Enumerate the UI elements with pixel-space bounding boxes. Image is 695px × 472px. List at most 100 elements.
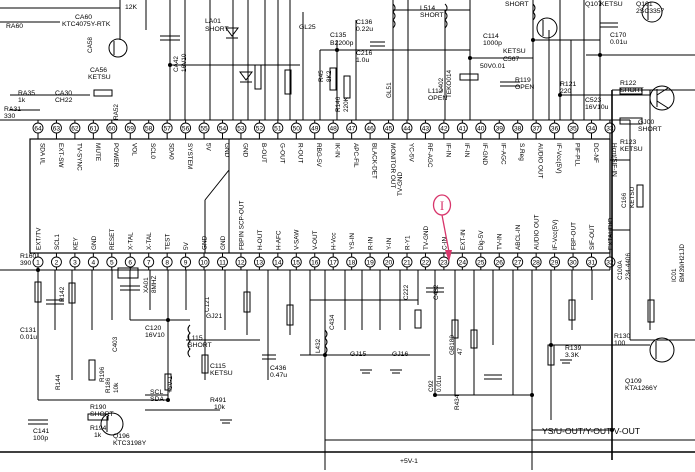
svg-text:8MHZ: 8MHZ bbox=[151, 276, 158, 293]
svg-text:C166: C166 bbox=[621, 192, 628, 208]
svg-text:OPEN: OPEN bbox=[428, 95, 447, 102]
svg-text:100p: 100p bbox=[33, 435, 48, 442]
svg-text:R146: R146 bbox=[335, 96, 342, 112]
ic-bottom-pin-label: YS-IN bbox=[349, 233, 356, 250]
svg-text:GL25: GL25 bbox=[299, 24, 316, 31]
svg-text:GJ15: GJ15 bbox=[350, 351, 366, 358]
ic-top-pin-label: SDA0 bbox=[168, 143, 175, 160]
svg-text:GJ00: GJ00 bbox=[638, 119, 654, 126]
svg-text:C92: C92 bbox=[428, 380, 435, 392]
svg-text:SDA: SDA bbox=[150, 396, 164, 403]
ic-bottom-pin-label: R-Y1 bbox=[404, 235, 411, 250]
ic-bottom-pin-number: 24 bbox=[459, 260, 467, 267]
ic-top-pin-label: B-OUT bbox=[260, 143, 267, 163]
svg-text:C135: C135 bbox=[330, 32, 346, 39]
ic-bottom-pin-number: 30 bbox=[569, 260, 577, 267]
svg-text:RA31: RA31 bbox=[4, 106, 21, 113]
ic-yc-gnd-label: TV-GND bbox=[397, 171, 404, 196]
ic-top-pin-number: 59 bbox=[127, 126, 135, 133]
svg-text:C115: C115 bbox=[210, 363, 226, 370]
svg-text:CA56: CA56 bbox=[90, 67, 107, 74]
svg-text:SCL: SCL bbox=[150, 389, 163, 396]
ic-top-pin: 52B-OUT bbox=[253, 120, 267, 163]
bottom-wiring bbox=[0, 267, 695, 470]
svg-text:R121: R121 bbox=[560, 81, 576, 88]
ic-bottom-pin-label: R-IN bbox=[368, 236, 375, 250]
ic-top-pin-number: 60 bbox=[108, 126, 116, 133]
svg-text:R434: R434 bbox=[454, 394, 461, 410]
ic-top-pin-number: 41 bbox=[459, 126, 467, 133]
ic-bottom-pin: 13H-OUT bbox=[253, 230, 265, 270]
ic-top-pin-label: YC-5V bbox=[407, 143, 414, 163]
svg-text:CA60: CA60 bbox=[75, 14, 92, 21]
ic-bottom-pin-number: 13 bbox=[256, 260, 264, 267]
ic-top-pin-number: 35 bbox=[569, 126, 577, 133]
ic-top-pin-number: 56 bbox=[182, 126, 190, 133]
ic-bottom-pin: 20Y-IN bbox=[383, 237, 394, 270]
svg-text:SHORT: SHORT bbox=[90, 411, 114, 418]
svg-text:0.22u: 0.22u bbox=[356, 26, 373, 33]
svg-text:C170: C170 bbox=[610, 32, 626, 39]
svg-text:L115: L115 bbox=[188, 335, 203, 342]
ic-top-pin-number: 44 bbox=[403, 126, 411, 133]
ic-bottom-pin-number: 6 bbox=[128, 260, 132, 267]
svg-text:47: 47 bbox=[457, 347, 464, 355]
ic-bottom-pin-number: 23 bbox=[440, 260, 448, 267]
svg-text:Q109: Q109 bbox=[625, 378, 642, 385]
svg-text:8K2: 8K2 bbox=[326, 70, 333, 82]
ic-bottom-pin-label: V-OUT bbox=[312, 230, 319, 250]
ic-bottom-pin: 14H-AFC bbox=[272, 230, 284, 270]
ic-top-pin-label: R-OUT bbox=[297, 143, 304, 163]
ic-top-pin-number: 57 bbox=[163, 126, 171, 133]
ic-bottom-pin-label: TEST bbox=[165, 234, 172, 250]
svg-text:RA52: RA52 bbox=[113, 104, 120, 120]
svg-text:1k: 1k bbox=[18, 97, 26, 104]
svg-text:R144: R144 bbox=[55, 374, 62, 390]
ic-bottom-pin-number: 2 bbox=[55, 260, 59, 267]
ic-top-pin-label: 5V bbox=[204, 143, 211, 152]
svg-text:OPEN: OPEN bbox=[515, 84, 534, 91]
svg-text:R194: R194 bbox=[90, 425, 106, 432]
ic-top-pin-number: 64 bbox=[34, 126, 42, 133]
svg-text:CH22: CH22 bbox=[55, 97, 73, 104]
ic-bottom-pins: 1EXT/TV2SCL13KEY4GND5RESET6X-TAL7X-TAL8T… bbox=[32, 201, 616, 270]
ic-bottom-pin: 17H-Vcc bbox=[327, 232, 339, 270]
svg-text:IC01: IC01 bbox=[671, 268, 678, 282]
svg-text:C567: C567 bbox=[503, 56, 519, 63]
svg-text:CA58: CA58 bbox=[87, 37, 94, 53]
ic-top-pin-label: DC-NF bbox=[592, 143, 599, 163]
svg-text:0.01u: 0.01u bbox=[20, 334, 37, 341]
ic-bottom-pin-number: 28 bbox=[532, 260, 540, 267]
ic-top-pin-number: 39 bbox=[496, 126, 504, 133]
svg-text:KTC3198Y: KTC3198Y bbox=[113, 440, 147, 447]
ic-top-pin-label: APC-FIL bbox=[352, 143, 359, 168]
ic-bottom-pin-number: 7 bbox=[147, 260, 151, 267]
ic-top-pin-number: 51 bbox=[274, 126, 282, 133]
ic-bottom-pin-number: 1 bbox=[36, 260, 40, 267]
svg-text:CA30: CA30 bbox=[55, 90, 72, 97]
svg-text:B2200p: B2200p bbox=[330, 40, 354, 47]
svg-text:C100A: C100A bbox=[617, 260, 624, 280]
ic-bottom-pin-label: FBP-OUT bbox=[570, 222, 577, 250]
ic-top-pin-label: IF-Vcc(5V) bbox=[555, 143, 562, 174]
svg-text:1000p: 1000p bbox=[483, 40, 502, 47]
svg-text:KETSU: KETSU bbox=[600, 1, 623, 8]
ic-bottom-pin: 21R-Y1 bbox=[401, 235, 413, 270]
svg-text:LA01: LA01 bbox=[205, 18, 221, 25]
ic-bottom-pin-label: Y-IN bbox=[386, 237, 393, 250]
ic-bottom-pin-number: 25 bbox=[477, 260, 485, 267]
ic-bottom-pin: 23C-IN bbox=[438, 236, 450, 270]
